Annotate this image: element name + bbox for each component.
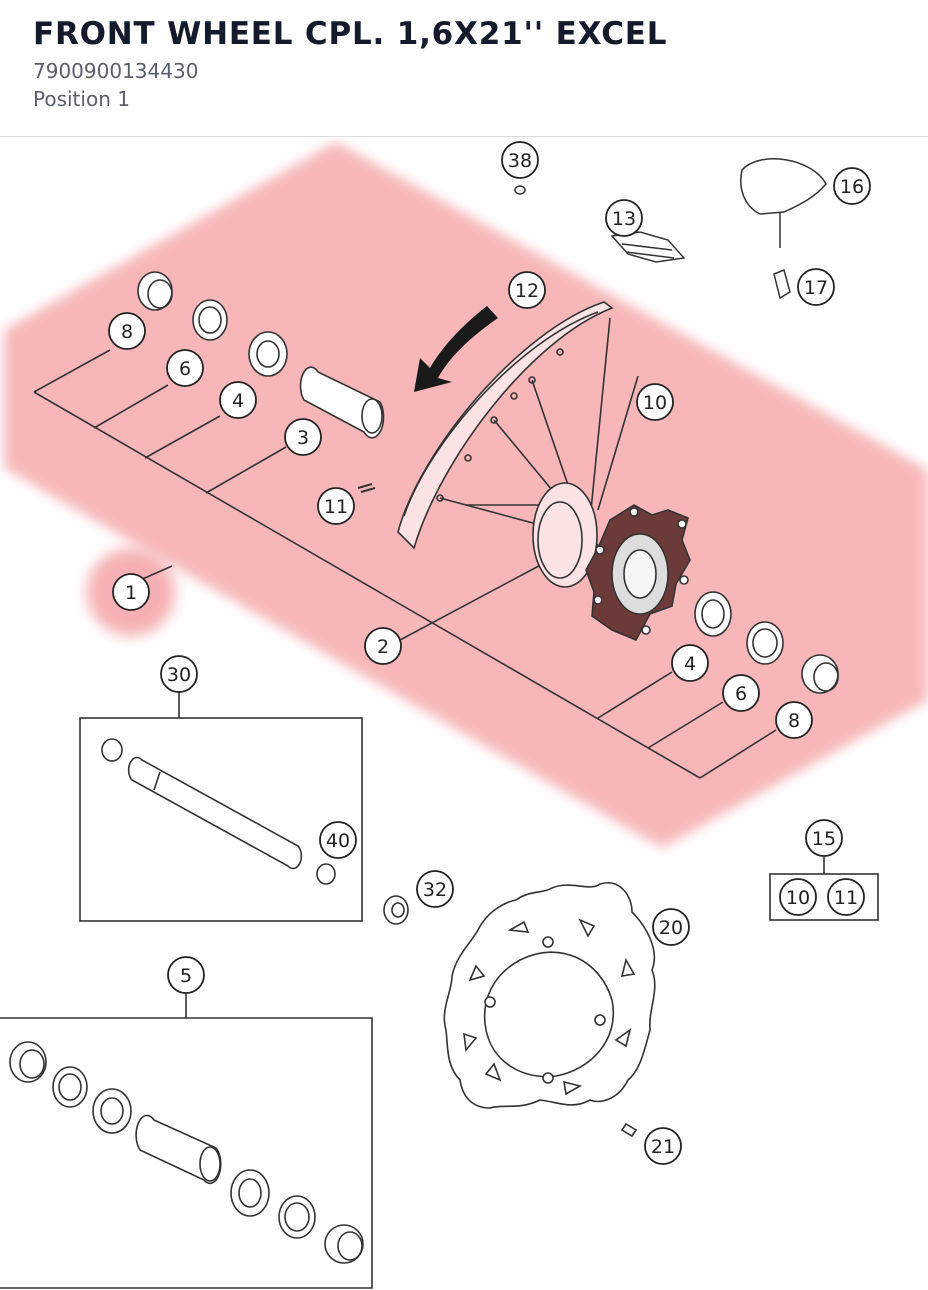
highlight-region [4, 142, 928, 848]
callout-8-right[interactable]: 8 [775, 701, 813, 739]
svg-text:17: 17 [804, 277, 828, 299]
svg-text:4: 4 [684, 653, 696, 675]
svg-text:5: 5 [180, 965, 192, 987]
nut-32 [383, 895, 409, 925]
callouts: 38 16 13 17 12 8 6 4 3 10 11 1 2 4 6 8 3… [108, 141, 871, 1165]
part-header: FRONT WHEEL CPL. 1,6X21'' EXCEL 79009001… [0, 0, 928, 137]
callout-38[interactable]: 38 [501, 141, 539, 179]
svg-text:40: 40 [326, 830, 350, 852]
svg-text:16: 16 [840, 176, 864, 198]
callout-4-right[interactable]: 4 [671, 644, 709, 682]
callout-8-left[interactable]: 8 [108, 312, 146, 350]
svg-text:8: 8 [121, 321, 133, 343]
svg-text:6: 6 [735, 683, 747, 705]
callout-15-sub-11[interactable]: 11 [827, 878, 865, 916]
callout-1[interactable]: 1 [112, 573, 150, 611]
svg-text:2: 2 [377, 636, 389, 658]
callout-11[interactable]: 11 [317, 487, 355, 525]
callout-16[interactable]: 16 [833, 167, 871, 205]
part-group-box-15 [769, 856, 879, 921]
svg-text:20: 20 [659, 917, 683, 939]
part-number: 7900900134430 [33, 59, 199, 83]
brake-disc [443, 882, 656, 1138]
svg-text:11: 11 [834, 887, 858, 909]
svg-text:1: 1 [125, 582, 137, 604]
svg-text:3: 3 [297, 427, 309, 449]
svg-text:12: 12 [515, 280, 539, 302]
svg-text:8: 8 [788, 710, 800, 732]
bearing-parts-right [694, 591, 839, 694]
svg-text:32: 32 [423, 879, 447, 901]
callout-30[interactable]: 30 [160, 655, 198, 693]
callout-6-right[interactable]: 6 [722, 674, 760, 712]
callout-5[interactable]: 5 [167, 956, 205, 994]
part-group-box-30 [79, 691, 363, 922]
svg-text:4: 4 [232, 390, 244, 412]
svg-text:6: 6 [179, 358, 191, 380]
callout-40[interactable]: 40 [319, 821, 357, 859]
exploded-parts-diagram: 38 16 13 17 12 8 6 4 3 10 11 1 2 4 6 8 3… [0, 141, 928, 1289]
callout-21[interactable]: 21 [644, 1127, 682, 1165]
callout-12[interactable]: 12 [508, 271, 546, 309]
svg-text:21: 21 [651, 1136, 675, 1158]
part-group-box-5 [0, 993, 373, 1289]
svg-text:10: 10 [786, 887, 810, 909]
callout-17[interactable]: 17 [797, 268, 835, 306]
small-parts-top [514, 158, 827, 300]
callout-20[interactable]: 20 [652, 908, 690, 946]
callout-3[interactable]: 3 [284, 418, 322, 456]
callout-10[interactable]: 10 [636, 383, 674, 421]
svg-text:15: 15 [812, 828, 836, 850]
rotation-arrow-icon [414, 306, 498, 392]
svg-text:38: 38 [508, 150, 532, 172]
part-title: FRONT WHEEL CPL. 1,6X21'' EXCEL [33, 16, 668, 52]
wheel-hub [532, 482, 691, 642]
callout-13[interactable]: 13 [605, 199, 643, 237]
svg-text:10: 10 [643, 392, 667, 414]
bearing-parts-left [137, 271, 385, 493]
svg-text:13: 13 [612, 208, 636, 230]
wheel-assembly-frame [33, 349, 777, 779]
svg-text:11: 11 [324, 496, 348, 518]
callout-15-sub-10[interactable]: 10 [779, 878, 817, 916]
part-position: Position 1 [33, 87, 130, 111]
callout-6-left[interactable]: 6 [166, 349, 204, 387]
svg-text:30: 30 [167, 664, 191, 686]
callout-4-left[interactable]: 4 [219, 381, 257, 419]
callout-15[interactable]: 15 [805, 819, 843, 857]
callout-32[interactable]: 32 [416, 870, 454, 908]
callout-2[interactable]: 2 [364, 627, 402, 665]
